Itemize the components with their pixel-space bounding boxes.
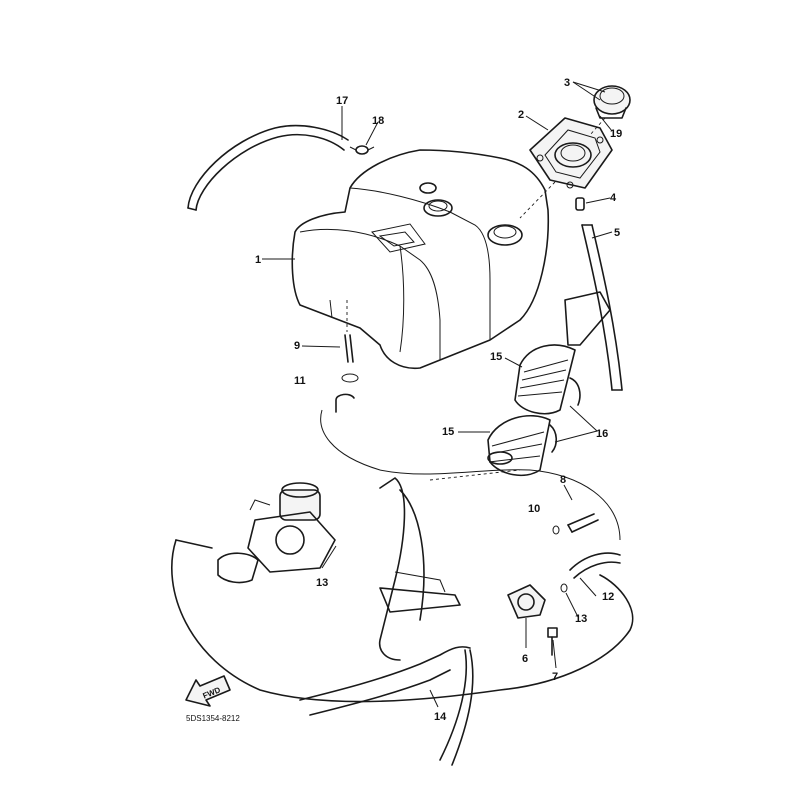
callout-10: 10 [528, 503, 540, 515]
carburetor [175, 482, 336, 584]
callout-7: 7 [552, 671, 558, 683]
hose-clamps-part-16 [549, 377, 581, 453]
callout-19: 19 [610, 128, 622, 140]
callout-8: 8 [560, 474, 566, 486]
callout-16: 16 [596, 428, 608, 440]
vent-hose-part-17 [187, 124, 349, 211]
callout-1: 1 [255, 254, 261, 266]
callout-13-left: 13 [316, 577, 328, 589]
hose-part-12 [569, 552, 621, 579]
callout-2: 2 [518, 109, 524, 121]
callout-6: 6 [522, 653, 528, 665]
filler-bracket-part-2 [519, 117, 613, 219]
callout-17: 17 [336, 95, 348, 107]
drain-hose-part-5 [581, 224, 623, 391]
drawing-code: 5DS1354-8212 [186, 714, 240, 723]
bolt-part-9 [344, 300, 354, 363]
clip-part-13-right [560, 583, 568, 593]
callout-3: 3 [564, 77, 570, 89]
forward-arrow-icon: FWD [185, 675, 231, 707]
bolt-part-7 [547, 627, 558, 656]
callout-15-lower: 15 [442, 426, 454, 438]
callout-15-upper: 15 [490, 351, 502, 363]
callout-labels: 1 2 3 4 5 6 7 8 9 10 11 12 13 13 14 15 1… [255, 77, 622, 723]
fitting-part-4 [575, 197, 585, 211]
clip-part-11 [341, 373, 359, 383]
frame-tube [299, 469, 521, 766]
callout-11: 11 [294, 375, 306, 387]
fuel-cap-part-3 [589, 85, 631, 136]
fuel-tank-part-1 [291, 149, 550, 370]
leader-lines [262, 81, 613, 708]
callout-9: 9 [294, 340, 300, 352]
callout-4: 4 [610, 192, 617, 204]
callout-13-right: 13 [575, 613, 587, 625]
callout-5: 5 [614, 227, 620, 239]
callout-12: 12 [602, 591, 614, 603]
hose-part-8 [567, 513, 599, 533]
clip-part-10 [552, 525, 560, 535]
fuel-cock-part-6 [507, 584, 546, 619]
intake-boot-upper-part-15 [514, 291, 611, 415]
intake-boot-lower-part-15 [487, 415, 551, 477]
hose-clip-part-18 [349, 145, 375, 155]
fuel-hose-loop-part-14 [171, 409, 634, 703]
callout-18: 18 [372, 115, 384, 127]
callout-14: 14 [434, 711, 447, 723]
hose-elbow [335, 393, 355, 413]
